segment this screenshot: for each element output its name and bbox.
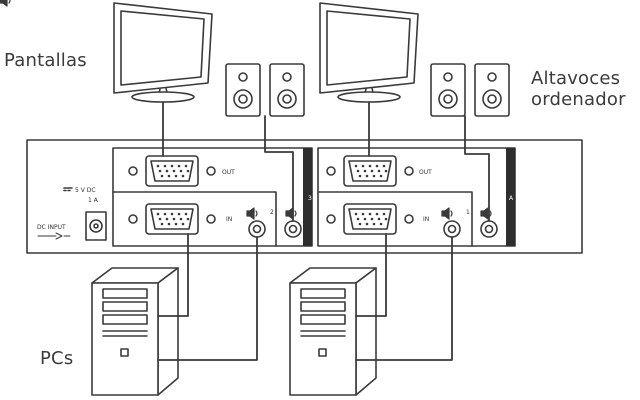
speakers-left-icon: [225, 63, 305, 117]
vga-pins: [156, 164, 388, 226]
displays-label: Pantallas: [4, 50, 87, 71]
unit-mark: A: [509, 195, 514, 202]
pc-tower-right-icon: [289, 267, 377, 396]
speakers-label-line2: ordenador: [531, 89, 626, 110]
port-number-2: 2: [270, 209, 274, 216]
in-label-1: IN: [423, 216, 429, 223]
out-label-2: OUT: [222, 169, 235, 176]
monitor-right-icon: [319, 2, 419, 103]
vga-out-port-1: [326, 155, 414, 187]
power-voltage-text: 5 V DC: [75, 187, 96, 194]
speakers-right-icon: [430, 63, 510, 117]
speaker-symbol-icons: [0, 0, 492, 220]
in-label-2: IN: [226, 216, 232, 223]
pcs-label: PCs: [40, 348, 74, 369]
power-jack: [37, 187, 107, 241]
cables: [157, 101, 490, 361]
power-current-text: 1 A: [88, 197, 99, 204]
out-label-1: OUT: [419, 169, 432, 176]
kvm-back-panel: [26, 139, 583, 254]
dc-input-text: DC INPUT: [37, 224, 66, 231]
speakers-label: Altavoces ordenador: [531, 68, 626, 110]
speakers-label-line1: Altavoces: [531, 68, 621, 89]
vga-in-port-2: [128, 203, 216, 235]
port-number-1: 1: [466, 209, 470, 216]
vga-in-port-1: [326, 203, 414, 235]
vga-out-port-2: [128, 155, 216, 187]
pc-tower-left-icon: [91, 267, 179, 396]
monitor-left-icon: [113, 2, 213, 103]
port-number-3: 3: [308, 195, 312, 202]
